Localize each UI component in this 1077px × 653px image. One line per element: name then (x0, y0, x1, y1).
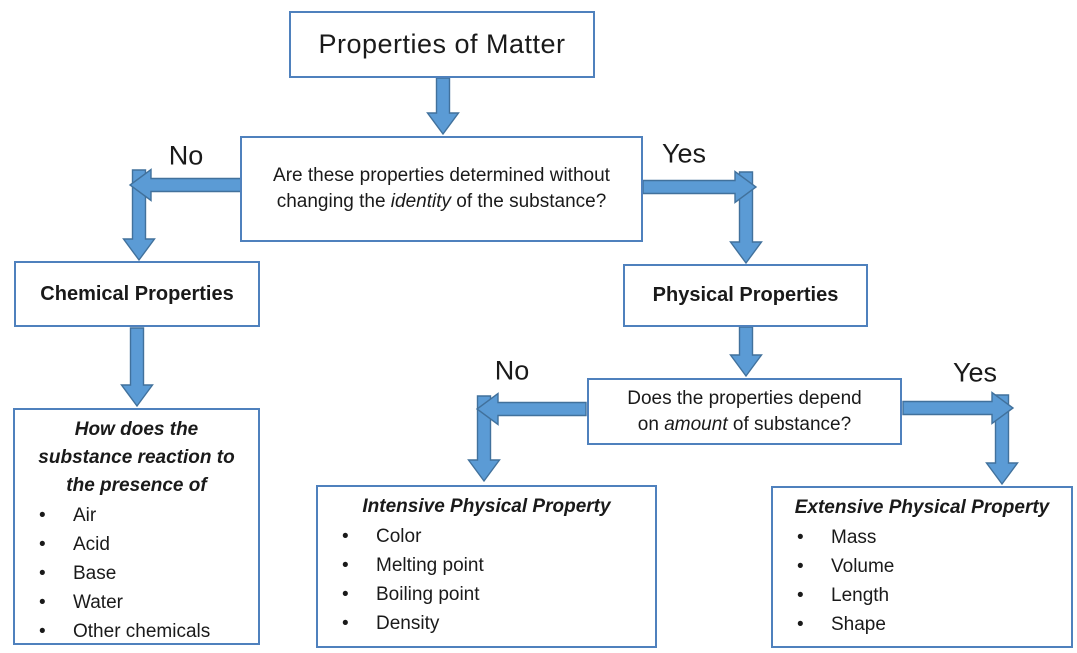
list-item: Base (21, 559, 252, 588)
node-physical-properties: Physical Properties (623, 264, 868, 327)
question-identity-text: Are these properties determined without … (269, 163, 614, 215)
question-amount-emphasis: amount (664, 413, 728, 435)
node-intensive-property-list: Intensive Physical Property ColorMelting… (316, 485, 657, 648)
list-item: Shape (779, 610, 1065, 639)
list-item: Air (21, 501, 252, 530)
list-item: Length (779, 581, 1065, 610)
list-item: Color (324, 522, 649, 551)
chemical-reaction-items: AirAcidBaseWaterOther chemicals (21, 501, 252, 646)
question-identity-part1: Are these properties determined without … (273, 165, 610, 212)
arrow-title-to-q1 (426, 77, 460, 136)
extensive-property-heading: Extensive Physical Property (794, 497, 1050, 518)
arrow-no1-left (128, 168, 242, 202)
question-amount-part1: Does the properties depend on (627, 387, 862, 435)
node-properties-of-matter: Properties of Matter (289, 11, 595, 78)
branch-label-no-2: No (494, 355, 530, 386)
branch-label-yes-1: Yes (661, 138, 707, 169)
branch-label-yes-2: Yes (952, 357, 998, 388)
question-identity-emphasis: identity (390, 191, 451, 212)
branch-label-no-1: No (168, 140, 204, 171)
node-question-identity: Are these properties determined without … (240, 136, 643, 242)
arrow-yes2-right (902, 391, 1015, 425)
list-item: Melting point (324, 551, 649, 580)
chemical-properties-label: Chemical Properties (40, 282, 234, 305)
list-item: Mass (779, 523, 1065, 552)
list-item: Density (324, 609, 649, 638)
list-item: Boiling point (324, 580, 649, 609)
node-title-label: Properties of Matter (318, 29, 566, 59)
intensive-property-heading: Intensive Physical Property (362, 496, 611, 517)
arrow-physical-to-q2 (729, 326, 763, 378)
intensive-property-items: ColorMelting pointBoiling pointDensity (324, 522, 649, 638)
list-item: Water (21, 588, 252, 617)
node-extensive-property-list: Extensive Physical Property MassVolumeLe… (771, 486, 1073, 648)
extensive-property-items: MassVolumeLengthShape (779, 523, 1065, 639)
list-item: Acid (21, 530, 252, 559)
node-question-amount: Does the properties depend on amount of … (587, 378, 902, 445)
arrow-no2-left (475, 392, 587, 426)
list-item: Volume (779, 552, 1065, 581)
arrow-chemical-to-how (120, 327, 154, 408)
question-amount-part2: of substance? (727, 413, 852, 435)
arrow-yes1-right (642, 170, 758, 204)
node-chemical-properties: Chemical Properties (14, 261, 260, 327)
node-chemical-reaction-list: How does the substance reaction to the p… (13, 408, 260, 646)
question-amount-text: Does the properties depend on amount of … (620, 386, 870, 438)
physical-properties-label: Physical Properties (652, 284, 839, 306)
question-identity-part2: of the substance? (451, 191, 607, 212)
list-item: Other chemicals (21, 617, 252, 646)
chemical-reaction-heading: How does the substance reaction to the p… (38, 419, 235, 496)
